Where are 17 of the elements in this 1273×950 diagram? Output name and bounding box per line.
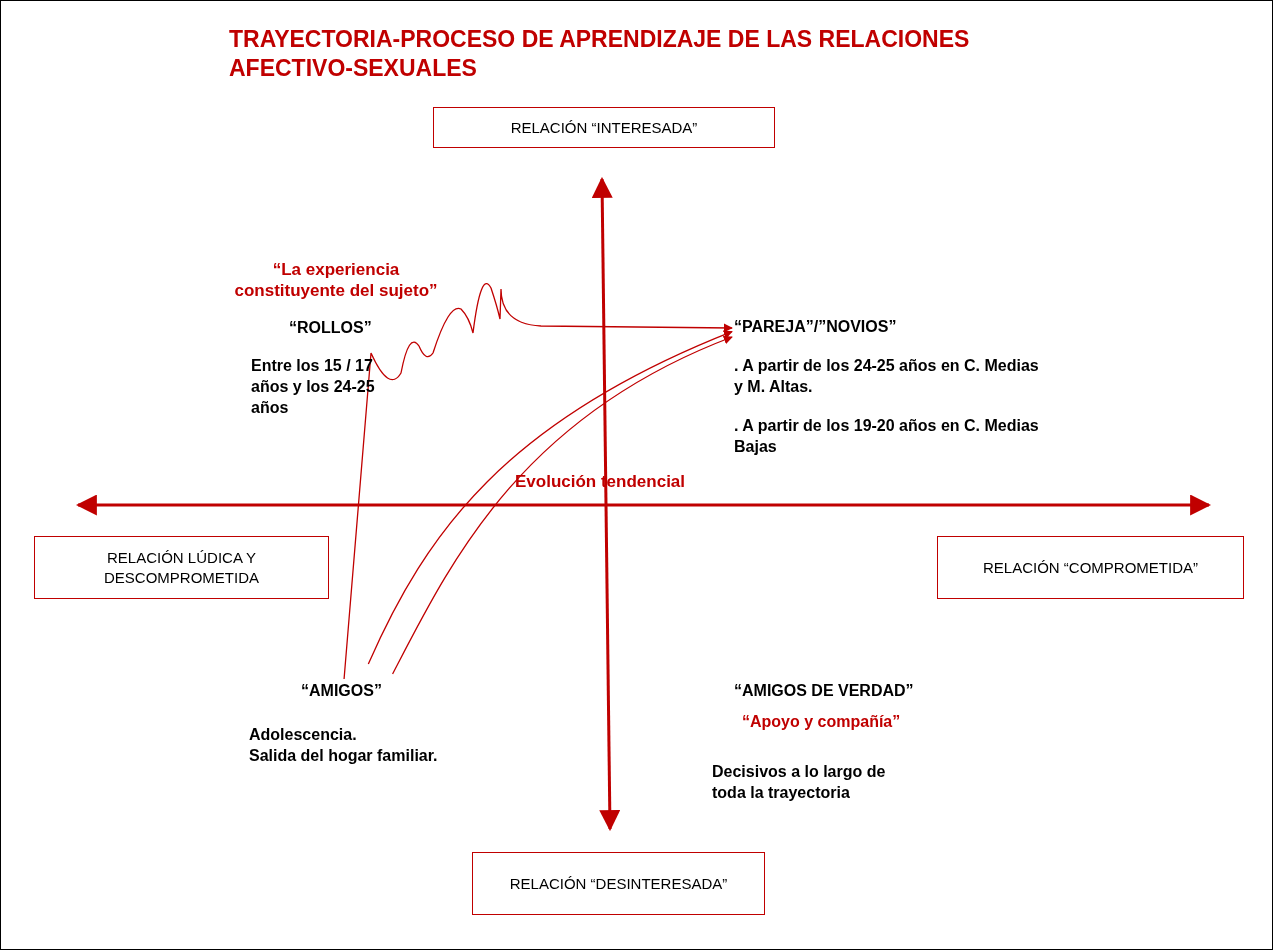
relation-box: RELACIÓN LÚDICA Y DESCOMPROMETIDA — [34, 536, 329, 599]
description-text: . A partir de los 19-20 años en C. Medias Bajas — [734, 416, 1039, 457]
title: TRAYECTORIA-PROCESO DE APRENDIZAJE DE LAS RELACIONES AFECTIVO-SEXUALES — [229, 25, 971, 83]
arrow — [343, 283, 733, 680]
quote-note: “Apoyo y compañía” — [742, 712, 902, 732]
quote-note: “La experiencia constituyente del sujeto” — [233, 259, 439, 301]
description-text: Decisivos a lo largo de toda la trayectoria — [712, 762, 887, 803]
relation-box: RELACIÓN “INTERESADA” — [433, 107, 775, 148]
description-text: Salida del hogar familiar. — [249, 746, 439, 766]
stage-heading: “ROLLOS” — [289, 319, 372, 337]
stage-heading: “AMIGOS DE VERDAD” — [734, 682, 914, 700]
description-text: . A partir de los 24-25 años en C. Medias y M. Altas. — [734, 356, 1039, 397]
description-text: Adolescencia. — [249, 725, 358, 745]
relation-box: RELACIÓN “DESINTERESADA” — [472, 852, 765, 915]
stage-heading: “AMIGOS” — [301, 682, 382, 700]
stage-heading: “PAREJA”/”NOVIOS” — [734, 318, 897, 336]
relation-box: RELACIÓN “COMPROMETIDA” — [937, 536, 1244, 599]
